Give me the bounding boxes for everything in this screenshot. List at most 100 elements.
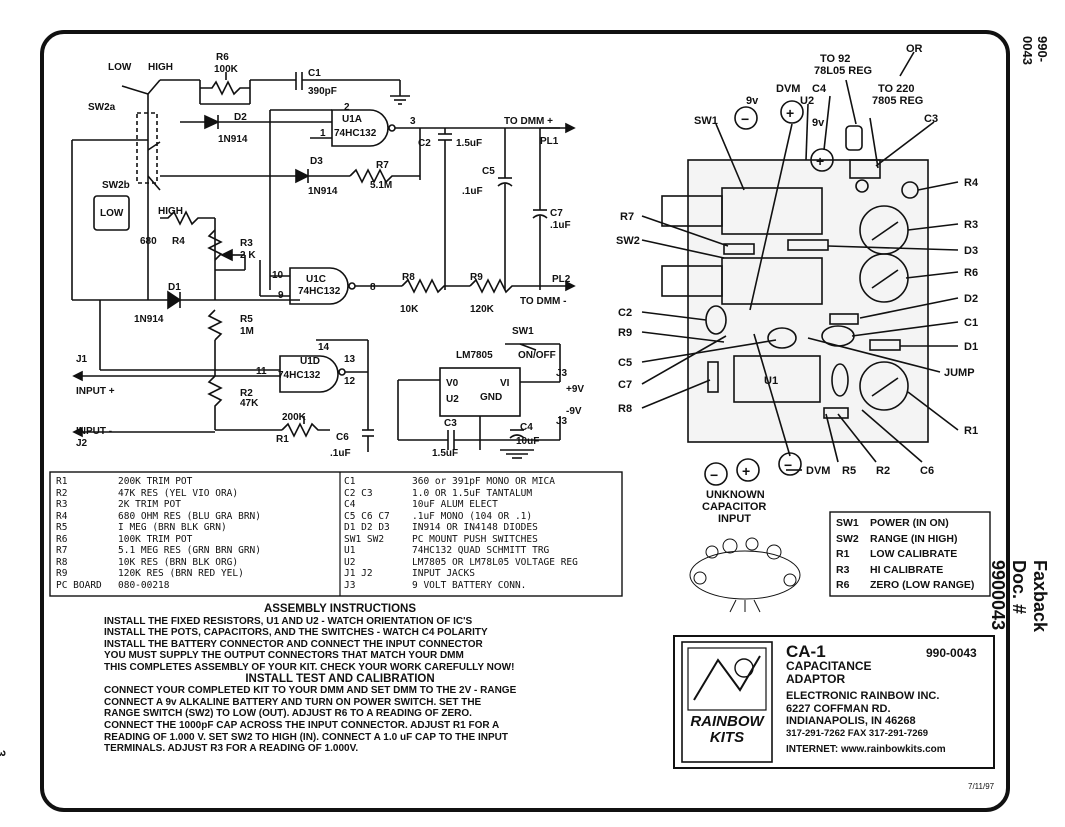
schematic-label: GND: [480, 392, 502, 403]
assembly-line: YOU MUST SUPPLY THE OUTPUT CONNECTORS TH…: [104, 650, 464, 662]
company-address: ELECTRONIC RAINBOW INC. 6227 COFFMAN RD.…: [786, 690, 946, 755]
doc-number: 990-0043: [926, 646, 977, 660]
pcb-layout: [641, 51, 959, 486]
test-line: RANGE SWITCH (SW2) TO LOW (OUT). ADJUST …: [104, 708, 472, 720]
schematic-label: PL1: [540, 136, 559, 147]
schematic-label: 100K: [214, 64, 239, 75]
schematic-label: LOW: [100, 208, 124, 219]
pcb-label: C3: [924, 113, 938, 125]
schematic-label: 74HC132: [334, 128, 377, 139]
schematic-label: C3: [444, 418, 457, 429]
schematic-label: R6: [216, 52, 229, 63]
schematic-diagram: [71, 72, 576, 459]
schematic-label: 10uF: [516, 436, 539, 447]
schematic-label: U1A: [342, 114, 362, 125]
model-number: CA-1: [786, 642, 826, 661]
schematic-label: U1D: [300, 356, 320, 367]
schematic-label: J1: [76, 354, 88, 365]
page-number: 3: [0, 750, 8, 757]
pcb-label: DVM: [806, 465, 830, 477]
schematic-label: SW2b: [102, 180, 130, 191]
pcb-label: UNKNOWN: [706, 489, 765, 501]
pcb-label: 9v: [812, 117, 825, 129]
pin-numbers: 2 1 3 10 9 8 14 11 13 12: [256, 102, 416, 387]
schematic-label: 47K: [240, 398, 259, 409]
pcb-labels: OR TO 92 78L05 REG TO 220 7805 REG DVM C…: [616, 43, 979, 525]
schematic-label: C1: [308, 68, 321, 79]
schematic-label: R9: [470, 272, 483, 283]
pcb-label: DVM: [776, 83, 800, 95]
schematic-label: C2: [418, 138, 431, 149]
schematic-label: R4: [172, 236, 185, 247]
pcb-label: R5: [842, 465, 856, 477]
pin-number: 1: [320, 128, 326, 139]
assembly-line: INSTALL THE POTS, CAPACITORS, AND THE SW…: [104, 627, 488, 639]
schematic-label: U1C: [306, 274, 326, 285]
side-faxback: Faxback Doc. # 9900043: [988, 560, 1050, 633]
legend-box: [829, 511, 991, 597]
pcb-label: C5: [618, 357, 632, 369]
pcb-label: JUMP: [944, 367, 975, 379]
schematic-label: 1N914: [134, 314, 164, 325]
schematic-label: 390pF: [308, 86, 337, 97]
pcb-label: R2: [876, 465, 890, 477]
components-illustration: [689, 537, 801, 613]
test-line: CONNECT THE 1000pF CAP ACROSS THE INPUT …: [104, 719, 500, 731]
print-date: 7/11/97: [968, 782, 995, 791]
minus-sign-icon: −: [710, 467, 718, 483]
pin-number: 8: [370, 282, 376, 293]
schematic-label: 120K: [470, 304, 495, 315]
pcb-label: INPUT: [718, 513, 751, 525]
page-border: [40, 30, 1010, 812]
schematic-label: .1uF: [462, 186, 483, 197]
schematic-label: D2: [234, 112, 247, 123]
pin-number: 2: [344, 102, 350, 113]
pcb-label: 9v: [746, 95, 759, 107]
schematic-label: 74HC132: [278, 370, 321, 381]
schematic-label: D3: [310, 156, 323, 167]
schematic-label: C4: [520, 422, 533, 433]
test-line: TERMINALS. ADJUST R3 FOR A READING OF 1.…: [104, 743, 359, 755]
pcb-label: C4: [812, 83, 827, 95]
pcb-label: R4: [964, 177, 979, 189]
pcb-symbols: − + + − + −: [710, 105, 824, 483]
pcb-label: C2: [618, 307, 632, 319]
assembly-line: THIS COMPLETES ASSEMBLY OF YOUR KIT. CHE…: [104, 661, 515, 673]
pcb-label: C6: [920, 465, 934, 477]
schematic-label: SW2a: [88, 102, 116, 113]
assembly-instructions: ASSEMBLY INSTRUCTIONS INSTALL THE FIXED …: [60, 603, 620, 755]
schematic-label: ON/OFF: [518, 350, 556, 361]
test-line: CONNECT YOUR COMPLETED KIT TO YOUR DMM A…: [104, 685, 517, 697]
pcb-label: OR: [906, 43, 923, 55]
schematic-label: 680: [140, 236, 157, 247]
rainbow-kits-logo: [681, 641, 773, 763]
pcb-label: R6: [964, 267, 978, 279]
schematic-label: R7: [376, 160, 389, 171]
pin-number: 14: [318, 342, 330, 353]
pcb-label: R7: [620, 211, 634, 223]
pcb-label: 7805 REG: [872, 95, 923, 107]
schematic-label: +9V: [566, 384, 584, 395]
schematic-label: 74HC132: [298, 286, 341, 297]
parts-list-box: [49, 471, 623, 597]
schematic-label: 2 K: [240, 250, 256, 261]
parts-row: C5 C6 C7.1uF MONO (104 OR .1): [344, 510, 533, 522]
schematic-label: 5.1M: [370, 180, 392, 191]
pin-number: 12: [344, 376, 356, 387]
